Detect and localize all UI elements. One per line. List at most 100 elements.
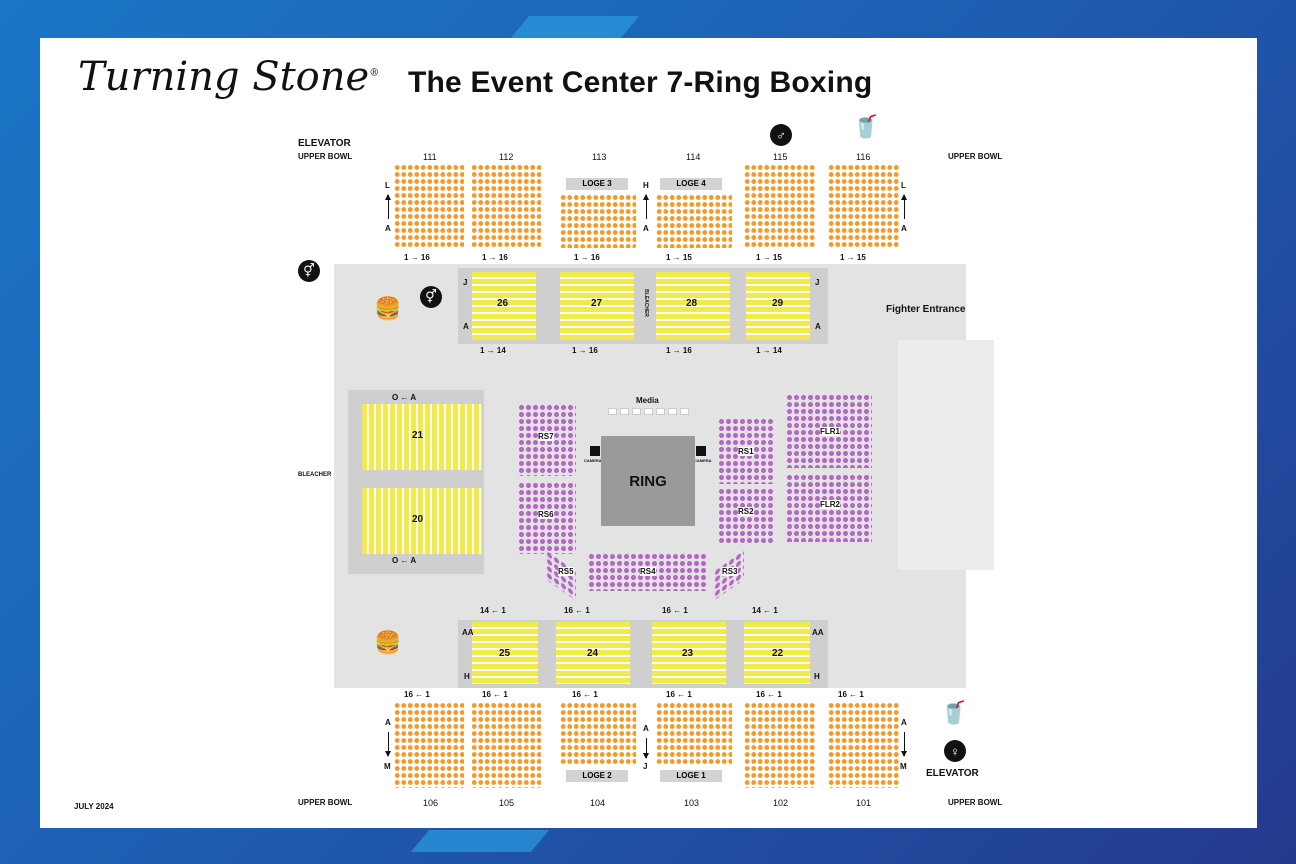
row-range: O ← A <box>392 556 417 565</box>
section-number: 114 <box>686 152 701 162</box>
row-range: 16 ← 1 <box>662 606 688 615</box>
section-25[interactable] <box>472 622 538 684</box>
row-arrow <box>643 194 649 219</box>
row-letter: M <box>900 762 907 771</box>
section-number: 113 <box>592 152 607 162</box>
section-number: 29 <box>772 298 784 309</box>
media-seat <box>668 408 677 415</box>
row-range: 16 ← 1 <box>482 690 508 699</box>
media-seat <box>680 408 689 415</box>
section-number: 25 <box>499 648 511 659</box>
row-letter: M <box>384 762 391 771</box>
brand-logo: Turning Stone® <box>78 54 380 100</box>
row-letter: H <box>643 181 649 190</box>
section-24[interactable] <box>556 622 630 684</box>
section-number: 104 <box>590 798 606 808</box>
media-seat <box>620 408 629 415</box>
row-letter: J <box>643 762 648 771</box>
section-number: RS7 <box>538 432 554 441</box>
section-115[interactable] <box>744 164 816 248</box>
row-letter: J <box>815 278 820 287</box>
section-113[interactable] <box>560 194 636 248</box>
section-28[interactable] <box>656 272 730 340</box>
section-number: 23 <box>682 648 694 659</box>
decor-stripe <box>510 16 640 38</box>
section-number: 21 <box>412 430 424 441</box>
section-number: 116 <box>856 152 871 162</box>
section-number: 102 <box>773 798 789 808</box>
row-range: 1 → 16 <box>572 346 598 355</box>
section-114[interactable] <box>656 194 732 248</box>
row-range: O ← A <box>392 393 417 402</box>
row-range: 16 ← 1 <box>564 606 590 615</box>
section-rs2[interactable] <box>718 488 774 544</box>
row-letter: J <box>463 278 468 287</box>
page-title: The Event Center 7-Ring Boxing <box>408 66 873 99</box>
row-letter: A <box>385 224 391 233</box>
camera-position <box>590 446 600 456</box>
date-label: JULY 2024 <box>74 802 114 811</box>
section-number: 115 <box>773 152 788 162</box>
row-letter: AA <box>462 628 474 637</box>
row-range: 14 ← 1 <box>752 606 778 615</box>
decor-stripe <box>410 830 550 852</box>
row-range: 1 → 14 <box>480 346 506 355</box>
section-23[interactable] <box>652 622 726 684</box>
row-range: 1 → 16 <box>482 253 508 262</box>
section-27[interactable] <box>560 272 634 340</box>
loge-3[interactable]: LOGE 3 <box>566 178 628 190</box>
row-range: 1 → 16 <box>574 253 600 262</box>
section-number: 101 <box>856 798 872 808</box>
row-letter: A <box>385 718 391 727</box>
elevator-label: ELEVATOR <box>298 138 351 149</box>
row-range: 16 ← 1 <box>838 690 864 699</box>
row-letter: L <box>385 181 390 190</box>
upper-bowl-label: UPPER BOWL <box>298 798 353 807</box>
section-number: 112 <box>499 152 514 162</box>
section-105[interactable] <box>471 702 541 788</box>
row-arrow <box>901 732 907 757</box>
section-21[interactable] <box>362 404 482 470</box>
fighter-tunnel <box>898 340 994 570</box>
restroom-icon: ♂ <box>770 124 792 146</box>
section-116[interactable] <box>828 164 900 248</box>
media-seat <box>608 408 617 415</box>
section-111[interactable] <box>394 164 464 248</box>
section-26[interactable] <box>472 272 536 340</box>
loge-1[interactable]: LOGE 1 <box>660 770 722 782</box>
row-range: 16 ← 1 <box>404 690 430 699</box>
section-number: 24 <box>587 648 599 659</box>
section-29[interactable] <box>746 272 810 340</box>
section-20[interactable] <box>362 488 482 554</box>
row-range: 1 → 15 <box>666 253 692 262</box>
loge-4[interactable]: LOGE 4 <box>660 178 722 190</box>
section-103[interactable] <box>656 702 732 766</box>
row-range: 14 ← 1 <box>480 606 506 615</box>
section-22[interactable] <box>744 622 810 684</box>
row-arrow <box>385 732 391 757</box>
bleacher-label: BLEACHER <box>298 472 332 478</box>
drink-icon: 🥤 <box>852 114 880 139</box>
section-number: 106 <box>423 798 439 808</box>
section-106[interactable] <box>394 702 464 788</box>
section-104[interactable] <box>560 702 636 766</box>
loge-2[interactable]: LOGE 2 <box>566 770 628 782</box>
row-range: 1 → 16 <box>404 253 430 262</box>
food-icon: 🍔 <box>374 630 402 655</box>
section-101[interactable] <box>828 702 900 788</box>
camera-position <box>696 446 706 456</box>
row-arrow <box>901 194 907 219</box>
section-112[interactable] <box>471 164 541 248</box>
media-seat <box>656 408 665 415</box>
row-arrow <box>643 738 649 759</box>
section-number: RS5 <box>558 567 574 576</box>
camera-label: CAMERA <box>584 458 602 463</box>
section-number: RS1 <box>738 447 754 456</box>
row-letter: A <box>463 322 469 331</box>
media-seat <box>644 408 653 415</box>
row-letter: H <box>464 672 470 681</box>
food-icon: 🍔 <box>374 296 402 321</box>
drink-icon: 🥤 <box>940 700 968 725</box>
section-number: 28 <box>686 298 698 309</box>
section-102[interactable] <box>744 702 816 788</box>
